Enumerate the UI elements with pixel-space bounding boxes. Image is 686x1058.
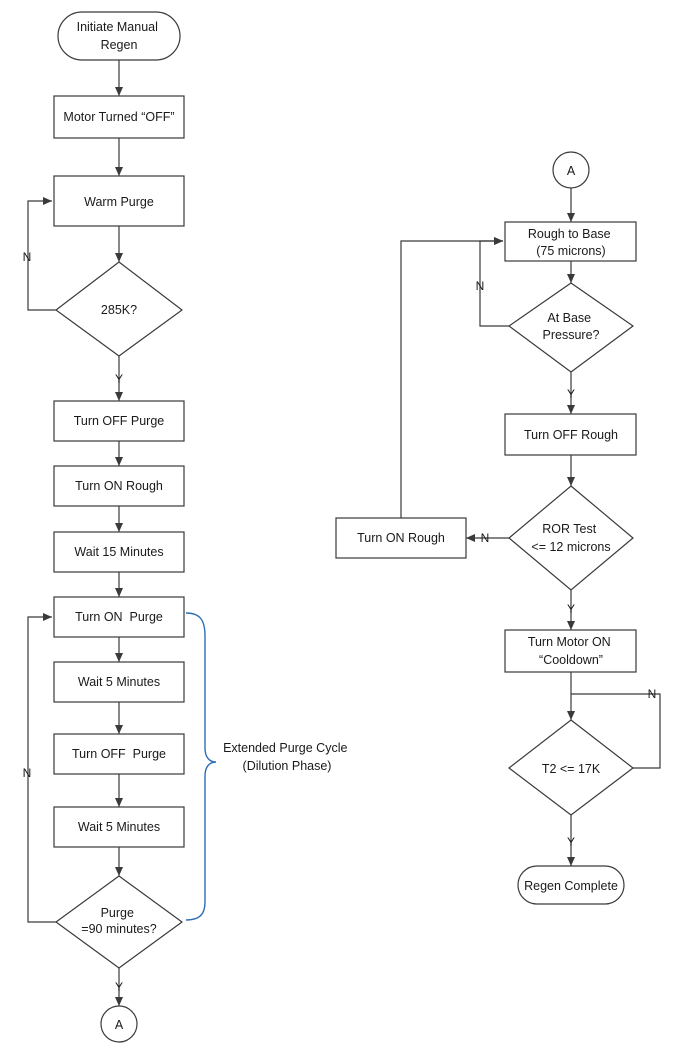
edge-purge-no-loop [27, 613, 56, 923]
right-connectors [400, 188, 661, 866]
process-wait-15 [53, 531, 185, 573]
edge-t2-no-loop [571, 693, 661, 769]
terminator-regen-complete [517, 865, 625, 905]
connector-left-label: A [115, 1018, 124, 1032]
process-turn-on-rough-1 [53, 465, 185, 507]
process-wait-5-b [53, 806, 185, 848]
label-n-t2: N [648, 687, 657, 701]
label-y-base: Y [567, 387, 575, 401]
turn-off-purge-2-label: Turn OFF Purge [72, 747, 166, 761]
label-y-t2: Y [567, 835, 575, 849]
turn-on-rough-2-label: Turn ON Rough [357, 531, 445, 545]
decision-t2 [508, 719, 634, 816]
edge-285k-no-loop [27, 197, 56, 311]
wait-15-label: Wait 15 Minutes [74, 545, 163, 559]
annotation-label: Extended Purge Cycle (Dilution Phase) [223, 741, 351, 773]
label-y-ror: Y [567, 602, 575, 616]
label-n-purge: N [23, 766, 32, 780]
process-turn-on-rough-2 [335, 517, 467, 559]
edge-onrough-back [400, 237, 503, 518]
decision-285k [54, 261, 184, 357]
label-n-base: N [476, 279, 485, 293]
at-base-label: At Base Pressure? [543, 311, 600, 342]
connector-a-left [100, 1005, 138, 1043]
motor-on-label: Turn Motor ON “Cooldown” [528, 635, 614, 667]
rough-to-base-label: Rough to Base (75 microns) [528, 227, 614, 258]
decision-ror-test [508, 485, 634, 591]
turn-on-rough-1-label: Turn ON Rough [75, 479, 163, 493]
wait-5-a-label: Wait 5 Minutes [78, 675, 160, 689]
ror-test-label: ROR Test <= 12 microns [531, 522, 610, 554]
dilution-brace [185, 612, 217, 921]
wait-5-b-label: Wait 5 Minutes [78, 820, 160, 834]
turn-on-purge-label: Turn ON Purge [75, 610, 163, 624]
check-285k-label: 285K? [101, 303, 137, 317]
connector-right-label: A [567, 164, 576, 178]
t2-check-label: T2 <= 17K [542, 762, 601, 776]
decision-at-base [507, 282, 635, 373]
terminator-initiate [57, 11, 181, 61]
process-motor-on [504, 629, 637, 673]
label-y-purge: Y [115, 980, 123, 994]
turn-off-purge-1-label: Turn OFF Purge [74, 414, 165, 428]
purge-check-label: Purge =90 minutes? [81, 906, 156, 936]
label-n-ror: N [481, 531, 490, 545]
initiate-label: Initiate Manual Regen [77, 20, 162, 52]
process-turn-off-purge-2 [53, 733, 185, 775]
regen-complete-label: Regen Complete [524, 879, 618, 893]
process-warm-purge [53, 175, 185, 227]
process-rough-to-base [504, 221, 637, 262]
process-turn-off-rough [504, 413, 637, 456]
left-connectors [27, 60, 123, 1006]
process-turn-on-purge [53, 596, 185, 638]
process-turn-off-purge-1 [53, 400, 185, 442]
connector-a-right [552, 151, 590, 189]
label-y-285k: Y [115, 372, 123, 386]
label-n-285k: N [23, 250, 32, 264]
decision-purge [54, 875, 184, 969]
warm-purge-label: Warm Purge [84, 195, 154, 209]
motor-off-label: Motor Turned “OFF” [63, 110, 174, 124]
process-motor-off [53, 95, 185, 139]
turn-off-rough-label: Turn OFF Rough [524, 428, 618, 442]
process-wait-5-a [53, 661, 185, 703]
